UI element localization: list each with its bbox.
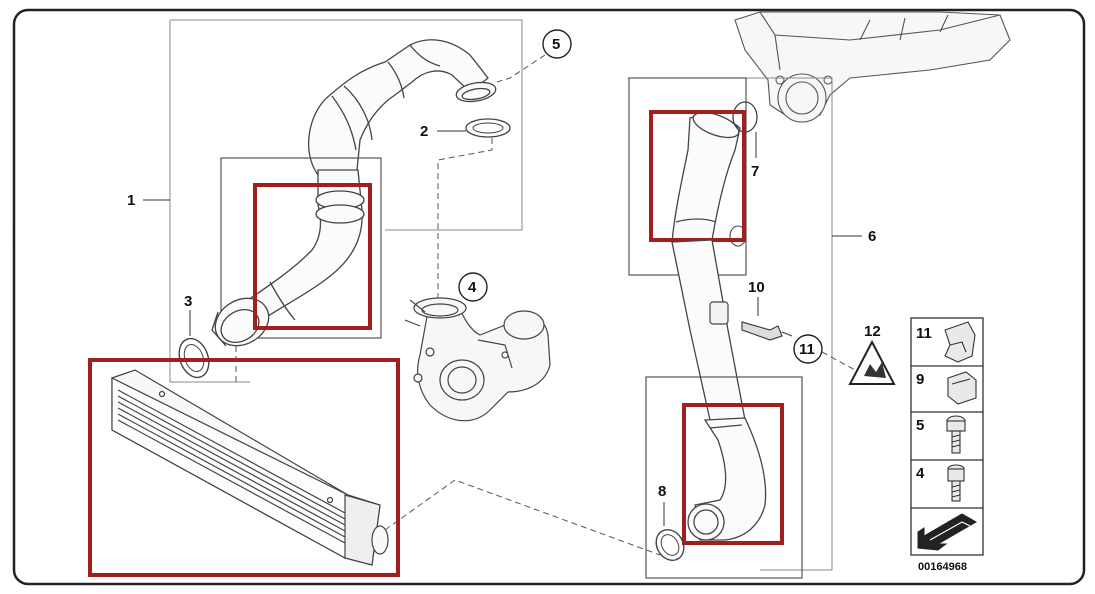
diagram-border <box>12 8 1086 586</box>
callout-label-3: 3 <box>184 293 192 310</box>
hose-detail-frame-left <box>220 157 382 339</box>
arrow-icon <box>917 513 978 551</box>
hardware-legend <box>910 317 984 556</box>
warning-triangle <box>848 339 896 385</box>
callout-label-5: 5 <box>552 36 560 53</box>
callout-label-12: 12 <box>864 323 881 340</box>
callout-5-circle <box>542 29 572 59</box>
legend-label-1: 9 <box>916 371 924 388</box>
legend-label-2: 5 <box>916 417 924 434</box>
lower-charge-hose-right <box>687 417 767 541</box>
callout-label-11: 11 <box>799 341 815 358</box>
callout-label-8: 8 <box>658 483 666 500</box>
seal-ring-3 <box>178 337 210 379</box>
upper-charge-hose <box>308 39 497 181</box>
callout-label-7: 7 <box>751 163 759 180</box>
callout-label-1: 1 <box>127 192 135 209</box>
legend-label-0: 11 <box>916 325 932 342</box>
socket-screw-icon <box>947 464 965 502</box>
highlight-box-hose-left <box>253 183 372 330</box>
hex-bolt-icon <box>946 415 966 454</box>
hose-detail-frame-right-lower <box>645 376 803 579</box>
intake-manifold <box>734 11 1011 123</box>
part-number: 00164968 <box>918 561 967 573</box>
callout-label-4: 4 <box>468 279 477 296</box>
legend-label-3: 4 <box>916 465 925 482</box>
sensor <box>709 301 793 341</box>
upper-charge-hose-right <box>671 111 741 243</box>
highlight-box-hose-right-lower <box>682 403 784 545</box>
clip-icon <box>944 321 976 363</box>
callout-4-circle <box>458 272 488 302</box>
seal-ring-8 <box>655 528 685 562</box>
callout-label-2: 2 <box>420 123 428 140</box>
callout-label-10: 10 <box>748 279 765 296</box>
callout-11-circle <box>793 334 823 364</box>
callout-label-6: 6 <box>868 228 876 245</box>
group-1-frame <box>169 19 523 383</box>
spring-nut-icon <box>947 371 977 405</box>
highlight-box-intercooler <box>88 358 400 577</box>
highlight-box-hose-right-upper <box>649 110 746 242</box>
seal-ring-2 <box>465 118 511 138</box>
turbocharger <box>404 297 551 422</box>
intercooler <box>111 369 389 566</box>
